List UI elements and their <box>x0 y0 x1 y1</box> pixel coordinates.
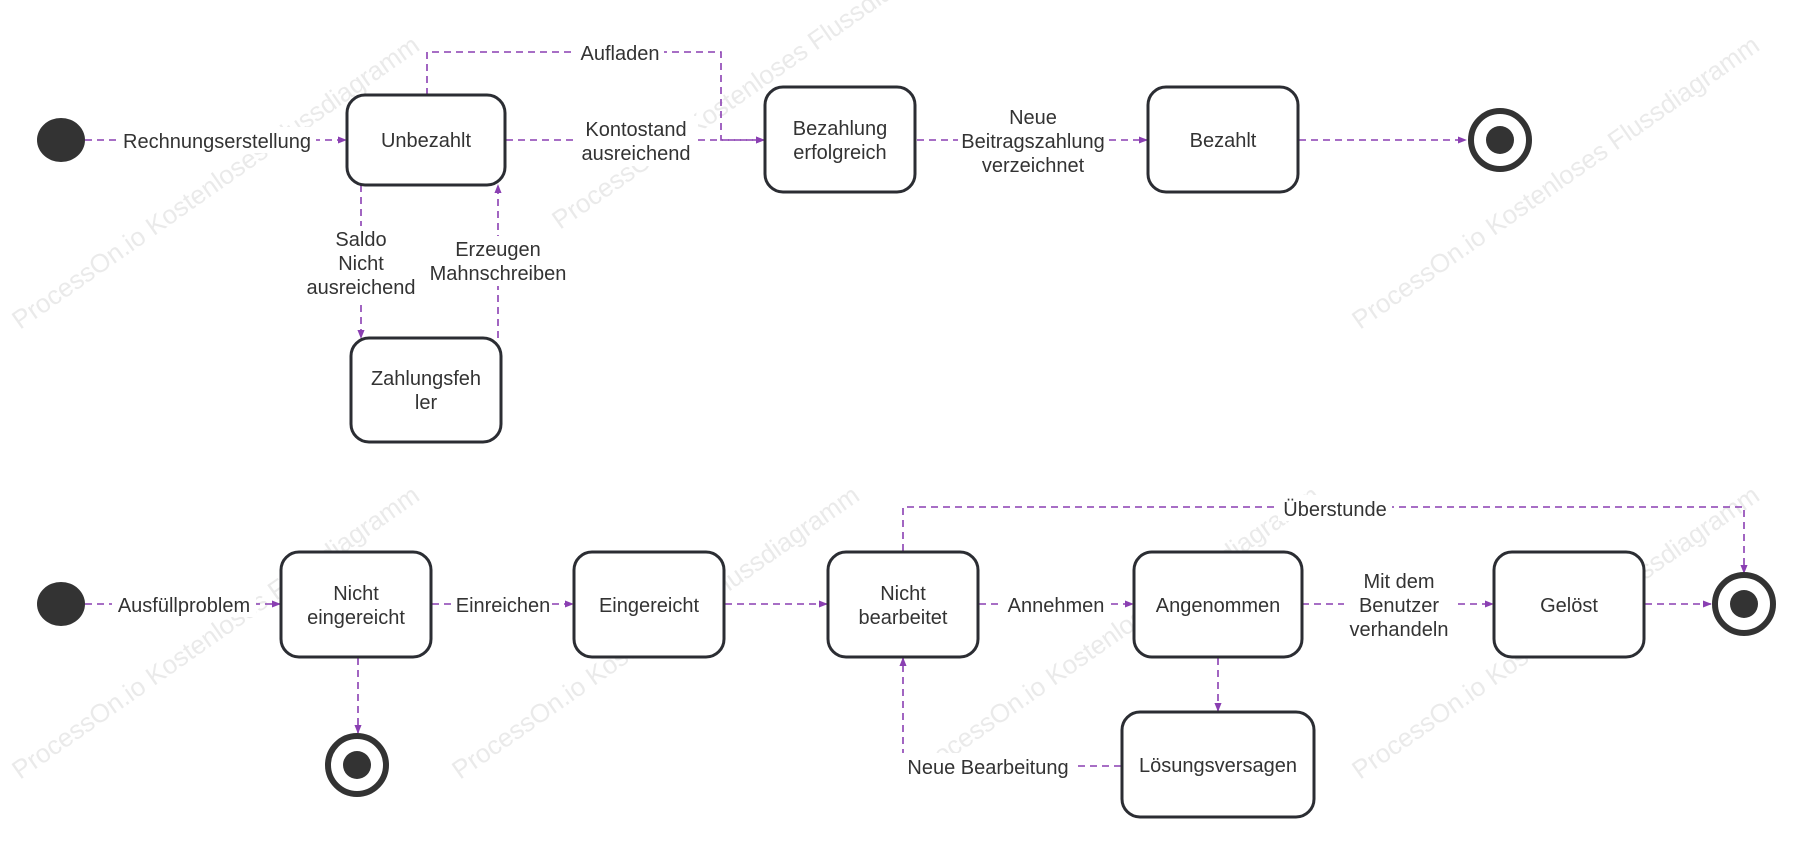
state-eingereicht[interactable]: Eingereicht <box>572 550 726 659</box>
state-bezahlung-erfolgreich[interactable]: Bezahlung erfolgreich <box>763 85 917 194</box>
state-label-line1: Nicht <box>333 583 379 605</box>
watermark: ProcessOn.io Kostenloses Flussdiagramm <box>1346 29 1764 335</box>
state-label: Gelöst <box>1540 595 1598 617</box>
edge-label-saldo-line3: ausreichend <box>307 277 416 299</box>
edge-label-ausfuellproblem: Ausfüllproblem <box>118 595 250 617</box>
state-unbezahlt[interactable]: Unbezahlt <box>345 93 507 187</box>
state-loesungsversagen[interactable]: Lösungsversagen <box>1120 710 1316 819</box>
edge-label-neue-bearbeitung: Neue Bearbeitung <box>907 757 1068 779</box>
state-label: Eingereicht <box>599 595 700 617</box>
state-label-line2: erfolgreich <box>793 142 886 164</box>
state-nicht-eingereicht[interactable]: Nicht eingereicht <box>279 550 433 659</box>
end-node <box>1468 108 1532 172</box>
edge-label-verhandeln-line1: Mit dem <box>1363 571 1434 593</box>
edge-ueberstunde <box>902 506 1748 574</box>
state-label-line1: Zahlungsfeh <box>371 368 481 390</box>
state-geloest[interactable]: Gelöst <box>1492 550 1646 659</box>
state-nicht-bearbeitet[interactable]: Nicht bearbeitet <box>826 550 980 659</box>
edge-label-saldo-line2: Nicht <box>338 253 384 275</box>
state-label-line1: Nicht <box>880 583 926 605</box>
edge-aufladen <box>426 51 765 144</box>
edge-label-rechnungserstellung: Rechnungserstellung <box>123 131 311 153</box>
end-node-2a <box>325 733 389 797</box>
state-bezahlt[interactable]: Bezahlt <box>1146 85 1300 194</box>
state-label-line2: ler <box>415 392 438 414</box>
diagram1-edge-labels: Rechnungserstellung Aufladen Kontostand … <box>118 40 1108 300</box>
edge-label-saldo-line1: Saldo <box>335 229 386 251</box>
state-zahlungsfehler[interactable]: Zahlungsfeh ler <box>349 336 503 444</box>
diagram2-edge-labels: Ausfüllproblem Einreichen Annehmen Mit d… <box>112 495 1454 779</box>
edge-label-erzeugen-line1: Erzeugen <box>455 239 541 261</box>
edge-label-erzeugen-line2: Mahnschreiben <box>430 263 567 285</box>
edge-label-kontostand-line1: Kontostand <box>585 119 686 141</box>
edge-label-verhandeln-line2: Benutzer <box>1359 595 1439 617</box>
state-label: Lösungsversagen <box>1139 755 1297 777</box>
start-node-2 <box>37 582 85 626</box>
edge-label-aufladen: Aufladen <box>581 43 660 65</box>
state-label: Angenommen <box>1156 595 1281 617</box>
state-label: Bezahlt <box>1190 130 1257 152</box>
edge-label-ueberstunde: Überstunde <box>1283 499 1386 521</box>
edge-label-kontostand-line2: ausreichend <box>582 143 691 165</box>
edge-label-neue-line3: verzeichnet <box>982 155 1085 177</box>
state-label-line2: bearbeitet <box>859 607 948 629</box>
edge-label-annehmen: Annehmen <box>1008 595 1105 617</box>
start-node <box>37 118 85 162</box>
end-node-2b <box>1712 572 1776 636</box>
state-label: Unbezahlt <box>381 130 472 152</box>
state-label-line1: Bezahlung <box>793 118 888 140</box>
state-label-line2: eingereicht <box>307 607 405 629</box>
state-angenommen[interactable]: Angenommen <box>1132 550 1304 659</box>
edge-label-neue-line1: Neue <box>1009 107 1057 129</box>
edge-label-neue-line2: Beitragszahlung <box>961 131 1104 153</box>
edge-label-einreichen: Einreichen <box>456 595 551 617</box>
edge-label-verhandeln-line3: verhandeln <box>1350 619 1449 641</box>
